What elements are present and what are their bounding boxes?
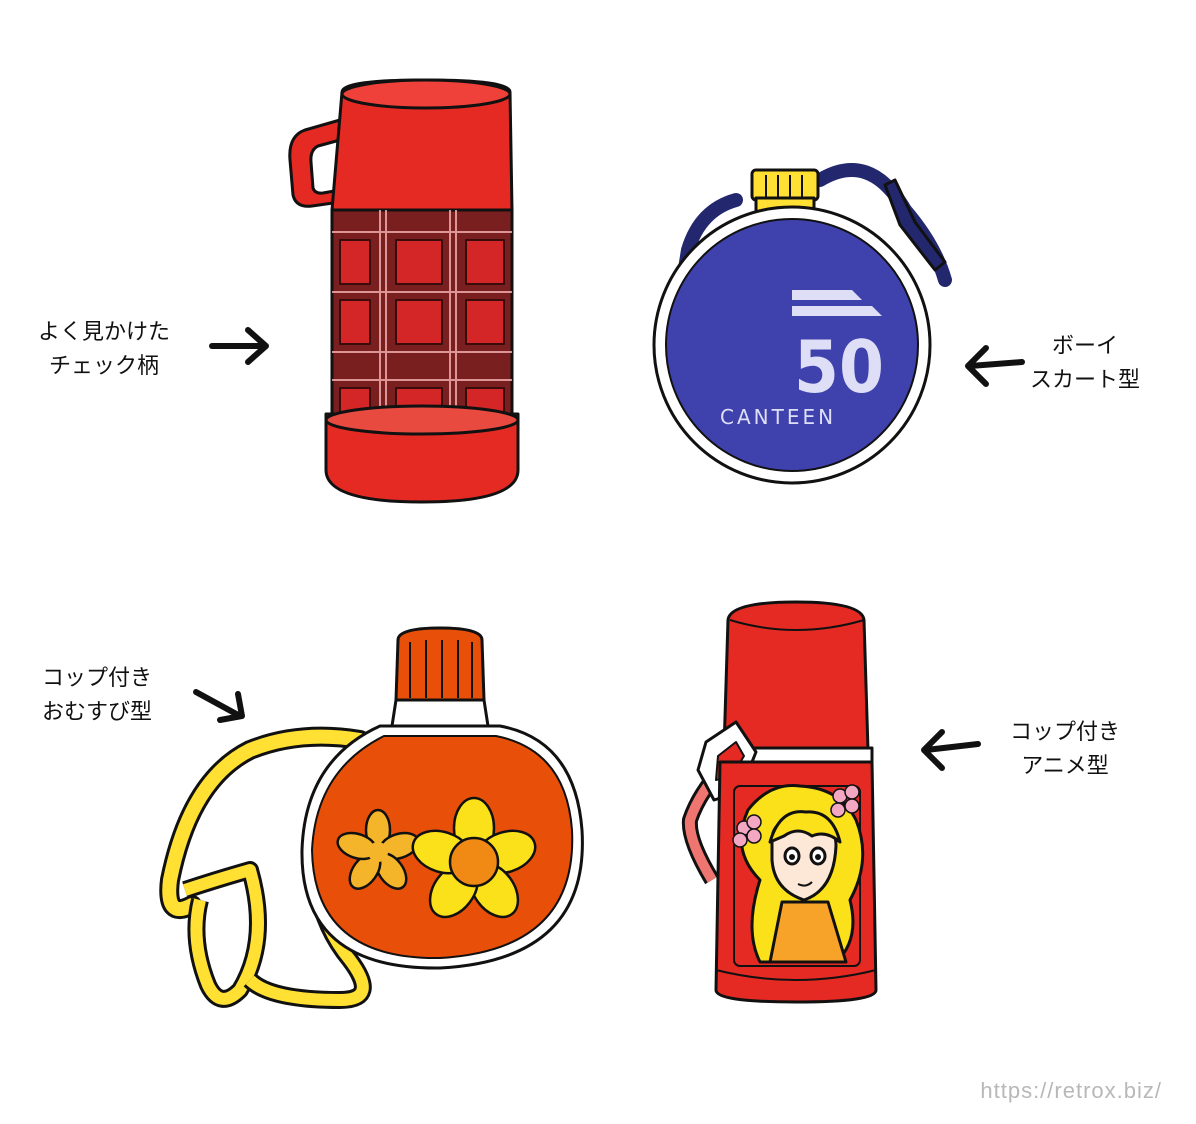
label-line-1: よく見かけた xyxy=(38,320,171,345)
boy-scout-canteen xyxy=(652,163,952,485)
canteen-number: 50 xyxy=(794,325,884,409)
label-line-2: アニメ型 xyxy=(1021,754,1109,779)
label-line-1: ボーイ xyxy=(1052,334,1119,359)
plaid-thermos xyxy=(288,78,520,504)
canteen-word: CANTEEN xyxy=(720,405,836,429)
label-plaid-thermos: よく見かけた チェック柄 xyxy=(38,316,170,384)
arrow-left-icon xyxy=(921,729,981,771)
label-line-2: スカート型 xyxy=(1030,368,1141,393)
flower-icon xyxy=(336,796,537,919)
label-line-2: チェック柄 xyxy=(49,354,160,379)
arrow-left-icon xyxy=(965,345,1025,387)
anime-thermos xyxy=(681,600,878,1004)
arrow-right-icon xyxy=(209,327,269,365)
label-anime-thermos: コップ付き アニメ型 xyxy=(1010,716,1120,784)
arrow-down-right-icon xyxy=(193,689,245,723)
label-omusubi-canteen: コップ付き おむすび型 xyxy=(42,662,152,730)
label-line-2: おむすび型 xyxy=(42,700,153,725)
label-line-1: コップ付き xyxy=(1010,720,1121,745)
label-boy-scout-canteen: ボーイ スカート型 xyxy=(1030,330,1140,398)
watermark-url: https://retrox.biz/ xyxy=(980,1078,1162,1103)
label-line-1: コップ付き xyxy=(42,666,153,691)
